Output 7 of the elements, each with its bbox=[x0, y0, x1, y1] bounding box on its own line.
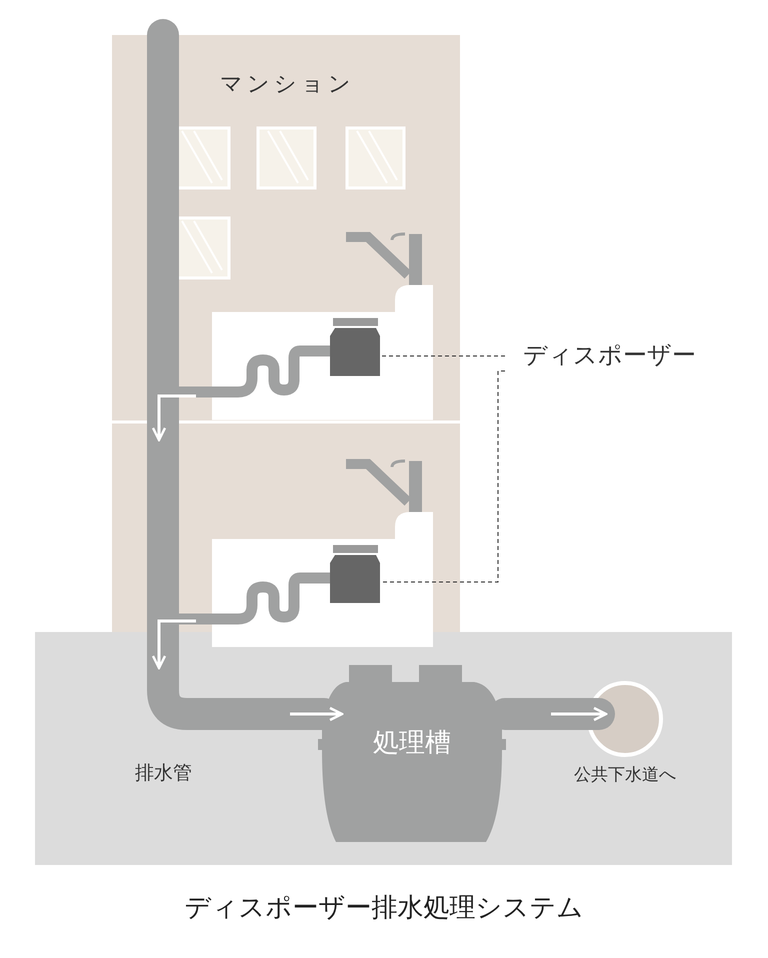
building-label: マンション bbox=[220, 71, 355, 99]
pipe-label: 排水管 bbox=[135, 761, 192, 786]
destination-label: 公共下水道へ bbox=[573, 764, 677, 786]
tank-label: 処理槽 bbox=[372, 727, 452, 760]
leader-line bbox=[380, 370, 506, 582]
diagram-caption: ディスポーザー排水処理システム bbox=[184, 892, 584, 925]
callout-label: ディスポーザー bbox=[505, 338, 727, 372]
